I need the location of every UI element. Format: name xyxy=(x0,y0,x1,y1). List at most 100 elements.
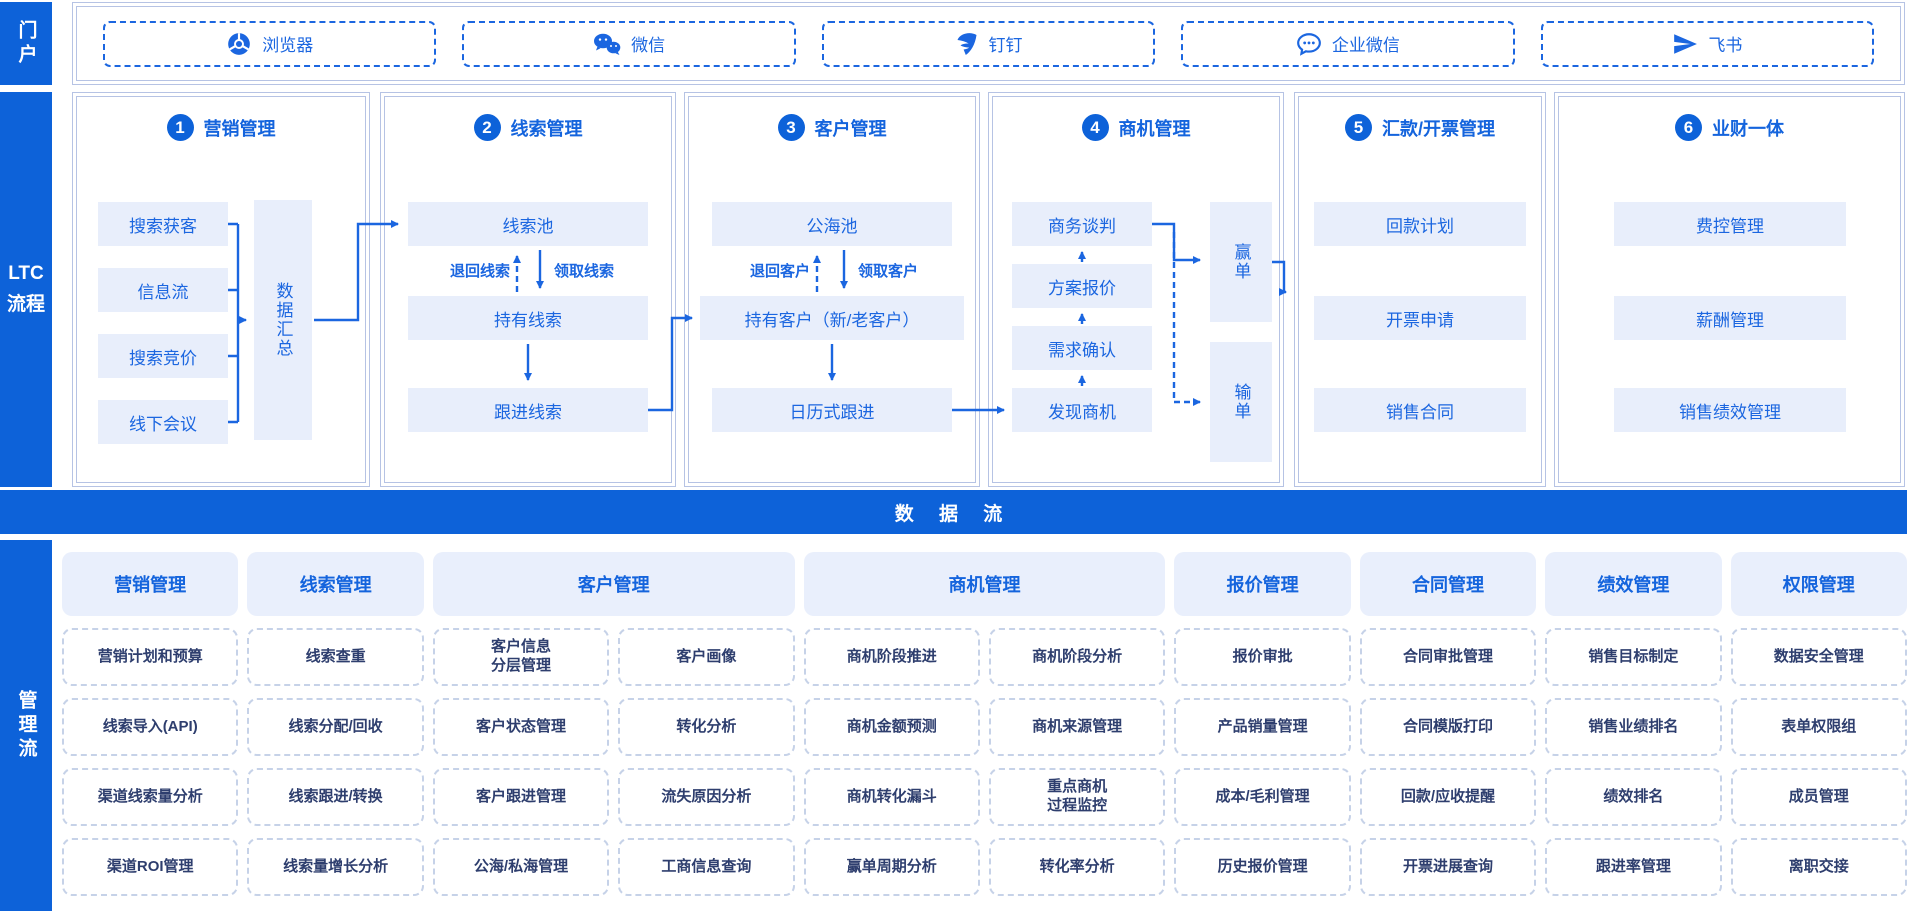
portal-button-label: 飞书 xyxy=(1708,36,1743,55)
ltc-section-header-6: 6 业财一体 xyxy=(1554,114,1905,141)
mgmt-header-performance: 绩效管理 xyxy=(1545,552,1722,616)
ltc-rail-label-line2: 流程 xyxy=(6,293,45,315)
data-flow-bar: 数 据 流 xyxy=(0,490,1907,534)
mgmt-header-customers: 客户管理 xyxy=(432,552,795,616)
mgmt-item: 回款/应收提醒 xyxy=(1359,768,1537,826)
section-title: 商机管理 xyxy=(1118,118,1191,139)
mgmt-item: 客户状态管理 xyxy=(432,698,610,756)
portal-button-label: 浏览器 xyxy=(262,36,314,55)
mgmt-item: 线索查重 xyxy=(247,628,424,686)
flow-label-return-lead: 退回线索 xyxy=(449,263,510,280)
mgmt-item: 转化率分析 xyxy=(988,838,1166,896)
portal-button-label: 钉钉 xyxy=(988,36,1023,55)
flow-node-payment-plan: 回款计划 xyxy=(1314,202,1526,246)
mgmt-item: 商机金额预测 xyxy=(803,698,980,756)
flow-node-lead-pool: 线索池 xyxy=(408,202,648,246)
flow-label-claim-lead: 领取线索 xyxy=(554,263,615,280)
feishu-icon xyxy=(1672,31,1698,57)
flow-node-business-negotiation: 商务谈判 xyxy=(1012,202,1152,246)
section-title: 汇款/开票管理 xyxy=(1381,118,1495,139)
mgmt-item: 线索导入(API) xyxy=(62,698,239,756)
flow-node-follow-leads: 跟进线索 xyxy=(408,388,648,432)
portal-rail: 门户 xyxy=(0,2,52,85)
flow-node-info-feed: 信息流 xyxy=(98,268,228,312)
mgmt-item: 客户画像 xyxy=(618,628,795,686)
flow-node-data-aggregation: 数据汇总 xyxy=(254,200,312,440)
ltc-rail-label-line1: LTC xyxy=(8,263,44,285)
mgmt-item: 跟进率管理 xyxy=(1545,838,1722,896)
portal-button-wecom[interactable]: 企业微信 xyxy=(1181,20,1515,67)
mgmt-rail-label: 管理流 xyxy=(15,689,37,762)
ltc-section-billing-frame xyxy=(1294,92,1546,487)
mgmt-item: 线索分配/回收 xyxy=(247,698,424,756)
mgmt-item: 渠道ROI管理 xyxy=(62,838,239,896)
mgmt-item: 报价审批 xyxy=(1174,628,1351,686)
ltc-section-header-4: 4 商机管理 xyxy=(988,114,1284,141)
flow-node-salary-management: 薪酬管理 xyxy=(1614,296,1846,340)
portal-button-feishu[interactable]: 飞书 xyxy=(1540,20,1875,67)
portal-button-dingtalk[interactable]: 钉钉 xyxy=(821,20,1156,67)
section-title: 业财一体 xyxy=(1712,118,1784,139)
ltc-section-header-3: 3 客户管理 xyxy=(684,114,980,141)
flow-node-calendar-followup: 日历式跟进 xyxy=(712,388,952,432)
flow-node-proposal-quotation: 方案报价 xyxy=(1012,264,1152,308)
mgmt-item: 流失原因分析 xyxy=(618,768,795,826)
flow-node-invoice-request: 开票申请 xyxy=(1314,296,1526,340)
flow-node-discover-opportunity: 发现商机 xyxy=(1012,388,1152,432)
mgmt-item: 渠道线索量分析 xyxy=(62,768,239,826)
section-title: 线索管理 xyxy=(510,118,583,139)
flow-node-expense-control: 费控管理 xyxy=(1614,202,1846,246)
step-badge-3: 3 xyxy=(777,114,805,141)
mgmt-item: 数据安全管理 xyxy=(1730,628,1907,686)
mgmt-header-permission: 权限管理 xyxy=(1730,552,1907,616)
flow-node-held-leads: 持有线索 xyxy=(408,296,648,340)
flow-node-win-order: 赢单 xyxy=(1210,202,1272,322)
mgmt-item: 商机阶段分析 xyxy=(988,628,1166,686)
flow-node-search-bidding: 搜索竞价 xyxy=(98,334,228,378)
flow-node-requirement-confirm: 需求确认 xyxy=(1012,326,1152,370)
mgmt-header-leads: 线索管理 xyxy=(247,552,424,616)
flow-node-sales-contract: 销售合同 xyxy=(1314,388,1526,432)
ltc-flow-band: 1 营销管理 2 线索管理 3 客户管理 4 商机管理 5 汇款/开票管理 6 业财一体 xyxy=(62,92,1907,487)
portal-button-row: 浏览器 微信 钉钉 企业微信 飞书 xyxy=(73,3,1904,84)
mgmt-item: 商机阶段推进 xyxy=(803,628,980,686)
mgmt-item: 客户信息 分层管理 xyxy=(432,628,610,686)
flow-node-offline-meeting: 线下会议 xyxy=(98,400,228,444)
mgmt-item: 成员管理 xyxy=(1730,768,1907,826)
step-badge-1: 1 xyxy=(166,114,194,141)
chrome-browser-icon xyxy=(226,31,252,57)
portal-button-wechat[interactable]: 微信 xyxy=(462,20,796,67)
mgmt-item: 产品销量管理 xyxy=(1174,698,1351,756)
mgmt-item: 销售目标制定 xyxy=(1545,628,1722,686)
mgmt-rail: 管理流 xyxy=(0,540,52,911)
mgmt-item: 合同审批管理 xyxy=(1359,628,1537,686)
portal-button-browser[interactable]: 浏览器 xyxy=(103,20,437,67)
mgmt-item: 绩效排名 xyxy=(1545,768,1722,826)
mgmt-item: 商机转化漏斗 xyxy=(803,768,980,826)
step-badge-6: 6 xyxy=(1675,114,1702,141)
dingtalk-icon xyxy=(955,32,979,56)
flow-node-lose-order: 输单 xyxy=(1210,342,1272,462)
step-badge-5: 5 xyxy=(1344,114,1372,141)
mgmt-item: 表单权限组 xyxy=(1730,698,1907,756)
step-badge-4: 4 xyxy=(1081,114,1109,141)
mgmt-header-marketing: 营销管理 xyxy=(62,552,239,616)
mgmt-item: 成本/毛利管理 xyxy=(1174,768,1351,826)
mgmt-header-quotation: 报价管理 xyxy=(1174,552,1351,616)
mgmt-item: 开票进展查询 xyxy=(1359,838,1537,896)
flow-node-sales-performance: 销售绩效管理 xyxy=(1614,388,1846,432)
mgmt-item: 离职交接 xyxy=(1730,838,1907,896)
flow-node-held-customers: 持有客户（新/老客户） xyxy=(700,296,964,340)
mgmt-item: 商机来源管理 xyxy=(988,698,1166,756)
mgmt-item: 合同模版打印 xyxy=(1359,698,1537,756)
ltc-section-customers-frame xyxy=(684,92,980,487)
step-badge-2: 2 xyxy=(473,114,501,141)
section-title: 营销管理 xyxy=(203,118,276,139)
section-title: 客户管理 xyxy=(814,118,887,139)
flow-node-search-acquisition: 搜索获客 xyxy=(98,202,228,246)
ltc-section-header-2: 2 线索管理 xyxy=(380,114,676,141)
wechat-icon xyxy=(593,32,621,56)
flow-label-return-customer: 退回客户 xyxy=(749,263,810,280)
mgmt-item: 工商信息查询 xyxy=(618,838,795,896)
mgmt-item: 营销计划和预算 xyxy=(62,628,239,686)
